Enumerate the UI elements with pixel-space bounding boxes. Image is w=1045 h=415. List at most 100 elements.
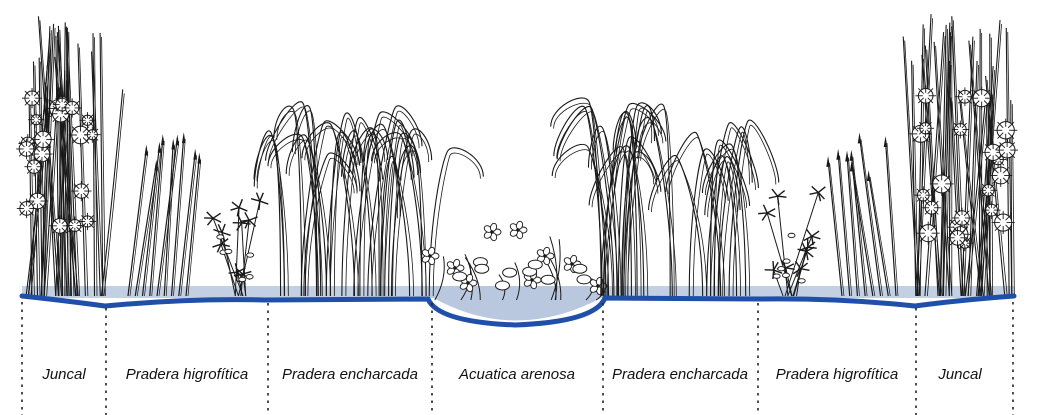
zone-label-pradera-higrofitica-right: Pradera higrofítica (776, 366, 899, 383)
herb-leaf (812, 231, 819, 236)
aquatic-flower-center (530, 278, 534, 282)
spike-tip (884, 136, 888, 147)
aquatic-leaf (541, 275, 555, 284)
herb-leaf (237, 223, 242, 231)
herb-leaf (213, 213, 221, 218)
herb-bud (773, 274, 780, 278)
herb-leaf (812, 186, 819, 192)
herb-leaf (230, 208, 239, 211)
grass-blade (618, 137, 660, 296)
herb-leaf (801, 269, 810, 271)
aquatic-leaf (475, 264, 489, 273)
spike-tip (867, 170, 871, 181)
herb-leaf (772, 189, 778, 196)
herb-bud (225, 249, 232, 253)
aquatic-leaf (577, 275, 591, 284)
spike-tip (850, 150, 854, 161)
spike-stem (157, 138, 177, 296)
herb-bud (247, 253, 254, 257)
aquatic-leaf (503, 268, 517, 277)
rush-blade (962, 37, 973, 296)
herb-stem (778, 196, 788, 296)
grass-blade (652, 161, 707, 296)
spike-stem (143, 146, 160, 296)
herb-bud (798, 279, 805, 283)
rush-blade (78, 44, 85, 296)
herb-leaf (769, 196, 778, 198)
herb-leaf (259, 201, 260, 210)
aquatic-flower-center (428, 254, 432, 258)
herb-leaf (810, 192, 819, 194)
zone-label-juncal-left: Juncal (42, 366, 85, 383)
spike-tip (158, 142, 162, 153)
zone-label-pradera-encharcada-left: Pradera encharcada (282, 366, 418, 383)
rush-blade (1006, 28, 1009, 296)
aquatic-leaf (573, 264, 587, 273)
spike-stem (188, 160, 201, 296)
herb-leaf (818, 187, 825, 193)
aquatic-flower-center (453, 266, 457, 270)
herb-bud (217, 235, 224, 239)
aquatic-flower-center (516, 228, 520, 232)
aquatic-flower-center (596, 284, 600, 288)
herb-leaf (239, 208, 247, 212)
spike-tip (858, 132, 862, 143)
spike-stem (887, 143, 898, 296)
herb-leaf (239, 199, 242, 207)
herb-leaf (758, 213, 767, 214)
spike-stem (861, 139, 883, 296)
spike-tip (845, 151, 849, 162)
spike-stem (152, 141, 165, 296)
aquatic-flower-center (466, 281, 470, 285)
herb-bud (788, 233, 795, 237)
herb-leaf (232, 202, 239, 207)
spike-stem (164, 142, 173, 296)
rush-blade (101, 89, 122, 296)
herb-leaf (786, 264, 794, 268)
rush-blade (104, 93, 124, 296)
herb-bud (783, 259, 790, 263)
zone-label-pradera-higrofitica-left: Pradera higrofítica (126, 366, 249, 383)
zone-label-acuatica-arenosa: Acuatica arenosa (459, 366, 575, 383)
spike-stem (886, 140, 896, 296)
herb-leaf (245, 212, 249, 220)
spike-tip (145, 145, 149, 156)
spike-tip (197, 153, 201, 164)
herb-leaf (778, 196, 787, 197)
herb-leaf (207, 212, 213, 218)
rush-blade (92, 51, 101, 296)
zone-label-juncal-right: Juncal (938, 366, 981, 383)
herb-leaf (778, 191, 785, 197)
grass-blade (393, 138, 418, 296)
spike-tip (836, 149, 840, 160)
herb-bud (239, 277, 246, 281)
spike-tip (193, 149, 197, 160)
aquatic-leaf (495, 281, 509, 290)
spike-tip (171, 138, 175, 149)
herb-leaf (778, 196, 779, 205)
rush-blade (959, 92, 981, 296)
aquatic-flower-center (570, 262, 574, 266)
herb-leaf (260, 201, 268, 204)
herb-leaf (767, 209, 775, 213)
herb-leaf (763, 205, 767, 213)
herb-bud (782, 273, 789, 277)
herb-leaf (812, 236, 821, 239)
herb-leaf (221, 244, 230, 246)
herb-bud (246, 275, 253, 279)
herb-leaf (260, 193, 263, 201)
spike-tip (161, 134, 165, 145)
aquatic-flower-center (543, 254, 547, 258)
spike-stem (128, 149, 146, 296)
herb-leaf (806, 229, 811, 236)
aquatic-leaf (528, 260, 542, 269)
rush-blade (79, 48, 87, 296)
spike-tip (826, 156, 830, 167)
spike-tip (182, 132, 186, 143)
vegetation-group (16, 14, 1018, 300)
spike-tip (176, 134, 180, 145)
grass-blade (639, 123, 676, 296)
grass-blade (636, 118, 672, 296)
herb-leaf (762, 213, 767, 220)
herb-leaf (786, 268, 795, 270)
